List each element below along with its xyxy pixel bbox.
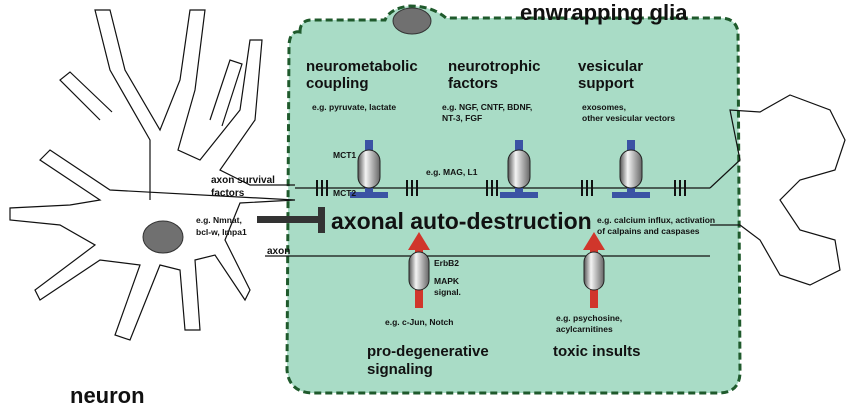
mct2-label: MCT2	[333, 188, 356, 198]
toxic-example-1: e.g. psychosine,	[556, 313, 622, 323]
erbb2-arrow	[408, 232, 430, 308]
vesicular-example-1: exosomes,	[582, 102, 626, 112]
metabolic-title-1: neurometabolic	[306, 58, 418, 75]
survival-example-2: bcl-w, Impa1	[196, 227, 247, 237]
metabolic-title-2: coupling	[306, 75, 369, 92]
mapk-label-2: signal.	[434, 287, 461, 297]
toxic-title: toxic insults	[553, 343, 641, 360]
toxic-arrow	[583, 232, 605, 308]
erbb2-label: ErbB2	[434, 258, 459, 268]
survival-example-1: e.g. Nmnat,	[196, 215, 242, 225]
inhibition-symbol	[257, 207, 325, 233]
ranvier-nodes	[316, 180, 686, 196]
neurotrophic-receptor	[500, 140, 538, 198]
neuron-cell	[9, 9, 296, 341]
calcium-example-2: of calpains and caspases	[597, 226, 700, 236]
prodeg-title-2: signaling	[367, 361, 433, 378]
neuron-nucleus	[142, 220, 184, 254]
mct-transporter	[350, 140, 388, 198]
glia-title: enwrapping glia	[520, 0, 688, 25]
trophic-example-1: e.g. NGF, CNTF, BDNF,	[442, 102, 532, 112]
vesicular-example-2: other vesicular vectors	[582, 113, 675, 123]
calcium-example-1: e.g. calcium influx, activation	[597, 215, 715, 225]
vesicular-title-2: support	[578, 75, 634, 92]
trophic-title-2: factors	[448, 75, 498, 92]
center-label: axonal auto-destruction	[331, 208, 592, 234]
metabolic-example: e.g. pyruvate, lactate	[312, 102, 396, 112]
target-cell	[709, 94, 846, 286]
glia-nucleus	[392, 7, 432, 35]
vesicular-title-1: vesicular	[578, 58, 643, 75]
toxic-example-2: acylcarnitines	[556, 324, 613, 334]
survival-label-1: axon survival	[211, 175, 275, 186]
mapk-label-1: MAPK	[434, 276, 460, 286]
trophic-title-1: neurotrophic	[448, 58, 541, 75]
neuron-title: neuron	[70, 383, 145, 405]
mag-example: e.g. MAG, L1	[426, 167, 478, 177]
mct1-label: MCT1	[333, 150, 356, 160]
prodeg-title-1: pro-degenerative	[367, 343, 489, 360]
axon-label: axon	[267, 246, 290, 257]
survival-label-2: factors	[211, 188, 245, 199]
glia-cell	[285, 4, 742, 395]
prodeg-example: e.g. c-Jun, Notch	[385, 317, 453, 327]
trophic-example-2: NT-3, FGF	[442, 113, 482, 123]
vesicular-receptor	[612, 140, 650, 198]
